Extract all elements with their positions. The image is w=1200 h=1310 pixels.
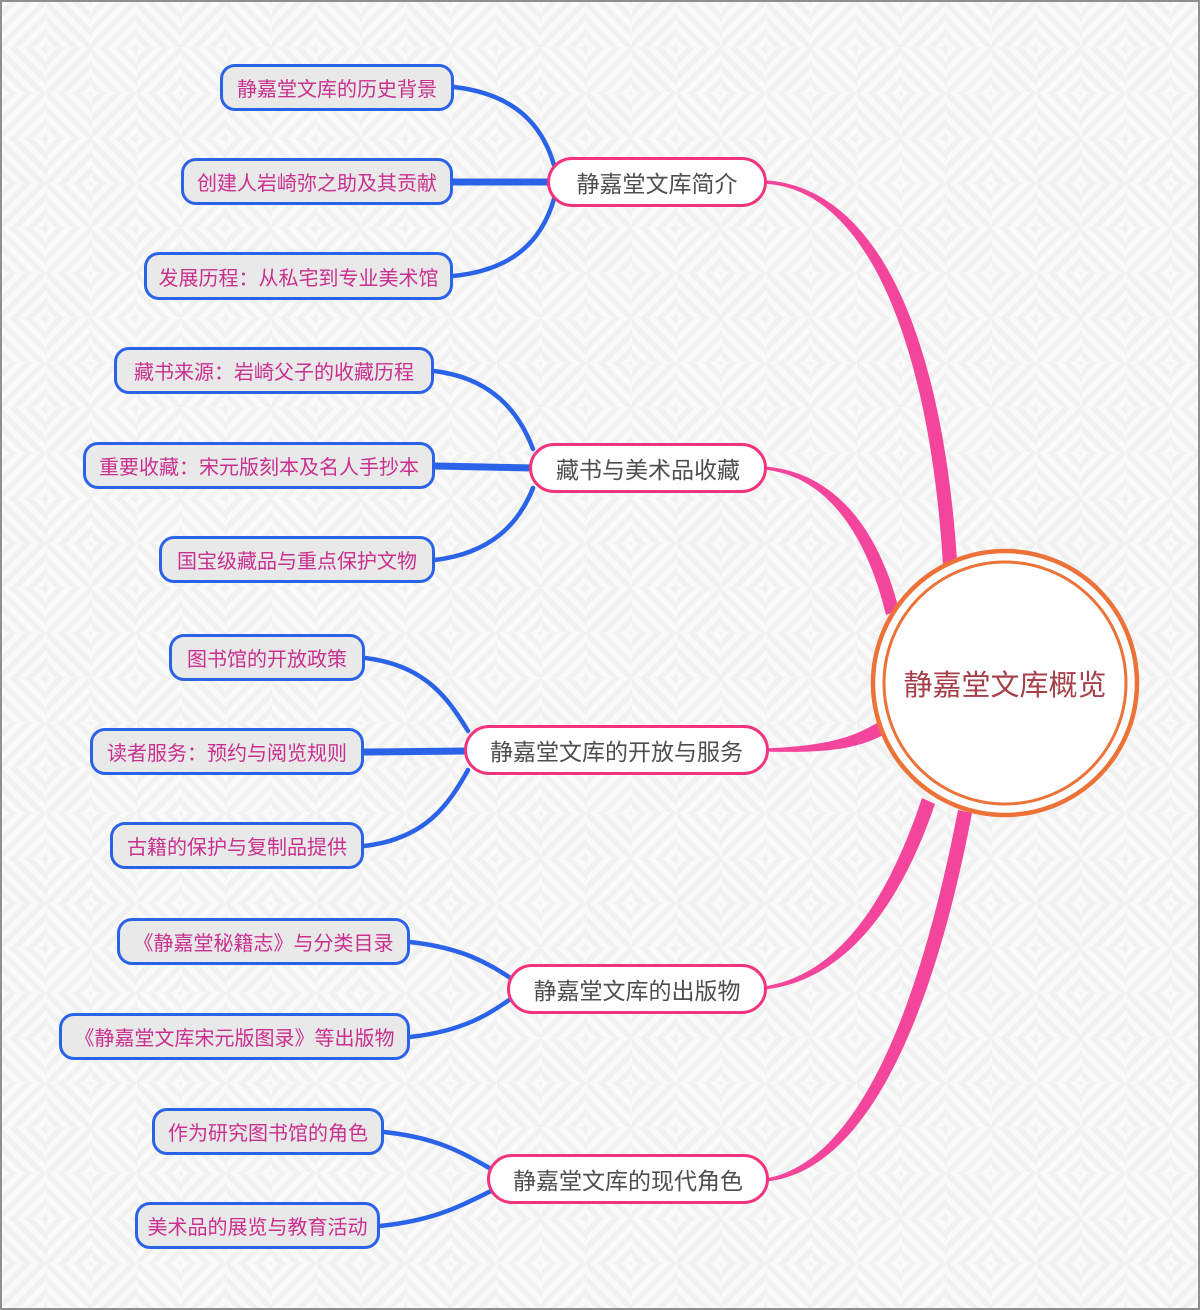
- subtopic-2-3[interactable]: 国宝级藏品与重点保护文物: [159, 536, 435, 583]
- main-topic-3[interactable]: 静嘉堂文库的开放与服务: [464, 725, 769, 775]
- subtopic-1-1[interactable]: 静嘉堂文库的历史背景: [220, 64, 454, 111]
- central-topic[interactable]: 静嘉堂文库概览: [903, 670, 1107, 702]
- subtopic-4-2[interactable]: 《静嘉堂文库宋元版图录》等出版物: [59, 1013, 410, 1060]
- blue-connector-5-2: [377, 1187, 496, 1229]
- central-inner-ring: [882, 560, 1128, 806]
- main-topic-4[interactable]: 静嘉堂文库的出版物: [507, 964, 767, 1014]
- subtopic-1-3[interactable]: 发展历程：从私宅到专业美术馆: [144, 252, 453, 300]
- blue-connector-5-1: [381, 1129, 496, 1173]
- subtopic-3-1[interactable]: 图书馆的开放政策: [169, 634, 365, 681]
- subtopic-1-2[interactable]: 创建人岩崎弥之助及其贡献: [181, 158, 453, 205]
- subtopic-3-3[interactable]: 古籍的保护与复制品提供: [110, 822, 364, 869]
- subtopic-4-1[interactable]: 《静嘉堂秘籍志》与分类目录: [117, 918, 410, 965]
- pink-connector-5: [766, 810, 972, 1182]
- subtopic-2-2[interactable]: 重要收藏：宋元版刻本及名人手抄本: [83, 442, 435, 489]
- pink-connector-2: [764, 466, 899, 615]
- blue-connector-2-2: [431, 462, 538, 472]
- blue-connector-1-1: [451, 84, 557, 168]
- blue-connector-1-3: [450, 196, 557, 279]
- blue-connector-3-3: [361, 767, 471, 849]
- blue-connector-4-1: [407, 939, 515, 982]
- pink-connector-1: [764, 180, 957, 565]
- subtopic-5-1[interactable]: 作为研究图书馆的角色: [152, 1108, 384, 1155]
- main-topic-1[interactable]: 静嘉堂文库简介: [547, 157, 767, 207]
- main-topic-2[interactable]: 藏书与美术品收藏: [529, 443, 767, 493]
- subtopic-3-2[interactable]: 读者服务：预约与阅览规则: [90, 728, 364, 775]
- blue-connector-3-2: [360, 747, 473, 756]
- pink-connector-3: [766, 721, 887, 752]
- blue-connector-3-1: [362, 655, 471, 734]
- central-outer-ring: [870, 548, 1140, 818]
- blue-connector-2-3: [432, 485, 536, 563]
- blue-connector-4-2: [407, 995, 515, 1040]
- main-topic-5[interactable]: 静嘉堂文库的现代角色: [487, 1154, 769, 1204]
- subtopic-5-2[interactable]: 美术品的展览与教育活动: [135, 1202, 380, 1249]
- pink-connector-4: [764, 798, 935, 990]
- subtopic-2-1[interactable]: 藏书来源：岩崎父子的收藏历程: [114, 347, 434, 394]
- blue-connector-2-1: [431, 368, 536, 452]
